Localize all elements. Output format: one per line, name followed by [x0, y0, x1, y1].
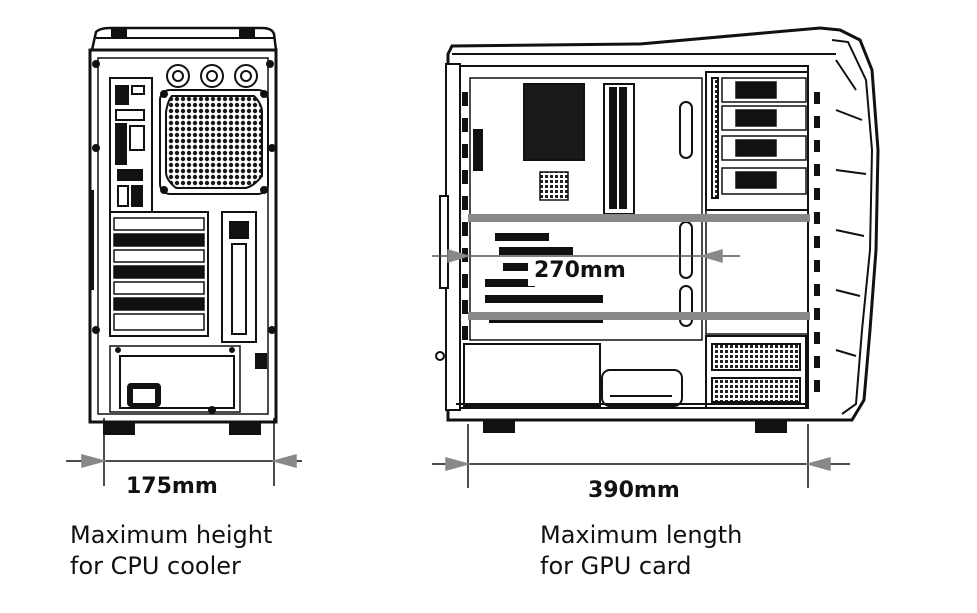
- cpu-cooler-caption-line2: for CPU cooler: [70, 552, 241, 580]
- gpu-length-dimension-label: 390mm: [588, 478, 680, 503]
- inner-dimension-line: [432, 248, 740, 264]
- gpu-card-caption-line2: for GPU card: [540, 552, 692, 580]
- inner-dimension-label-bg: [528, 258, 644, 286]
- cpu-cooler-dimension-label: 175mm: [126, 474, 218, 499]
- gpu-card-caption-line1: Maximum length: [540, 521, 743, 549]
- gpu-length-dimension-line: [432, 424, 850, 488]
- side-view-case: [435, 26, 880, 433]
- cpu-cooler-dimension-line: [66, 418, 302, 486]
- gpu-clearance-bars: [468, 214, 810, 320]
- rear-view-case: [88, 26, 278, 435]
- cpu-cooler-caption-line1: Maximum height: [70, 521, 273, 549]
- cpu-cooler-caption: Maximum height for CPU cooler: [70, 520, 272, 582]
- gpu-card-caption: Maximum length for GPU card: [540, 520, 742, 582]
- gpu-inner-dimension-label: 270mm: [534, 258, 626, 283]
